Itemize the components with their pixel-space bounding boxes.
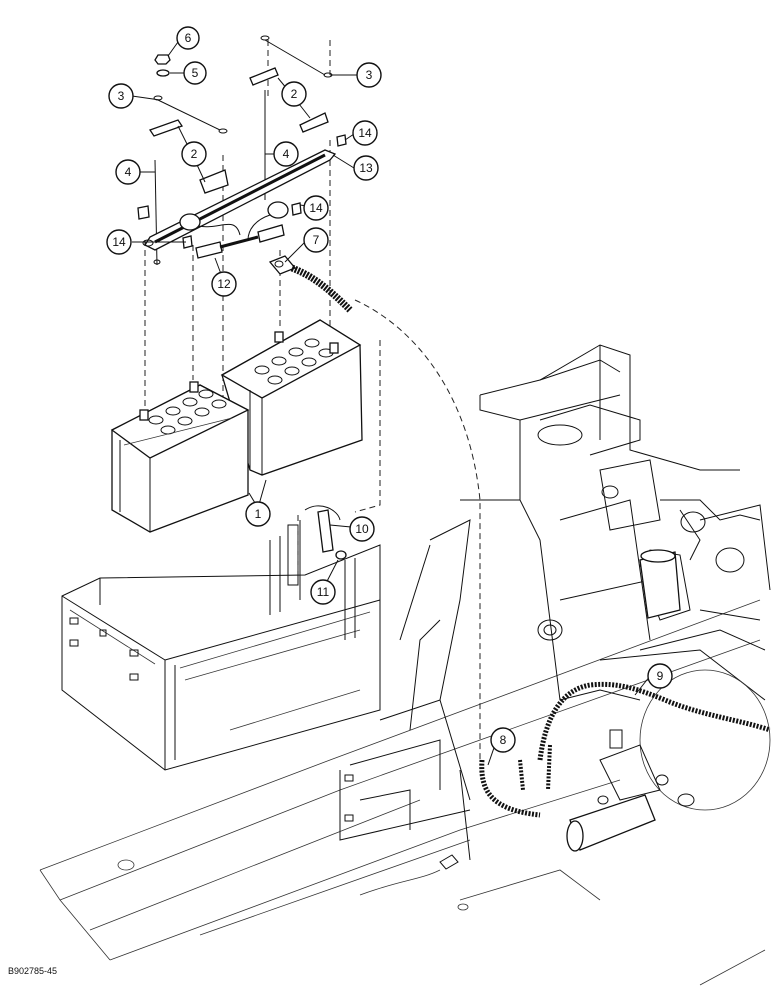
callout-label: 12 bbox=[217, 277, 231, 291]
callout-label: 10 bbox=[355, 522, 369, 536]
filter-canister bbox=[639, 549, 681, 619]
battery-hardware bbox=[137, 35, 541, 896]
callout-label: 8 bbox=[500, 733, 507, 747]
callout-label: 13 bbox=[359, 161, 373, 175]
figure-id: B902785-45 bbox=[8, 966, 58, 976]
callout-14: 14 bbox=[303, 195, 329, 221]
callout-2: 2 bbox=[181, 141, 207, 167]
callout-label: 9 bbox=[657, 669, 664, 683]
callout-7: 7 bbox=[303, 227, 329, 253]
callout-label: 4 bbox=[283, 147, 290, 161]
callout-label: 3 bbox=[366, 68, 373, 82]
callout-12: 12 bbox=[211, 271, 237, 297]
callout-label: 14 bbox=[358, 126, 372, 140]
callout-label: 2 bbox=[291, 87, 298, 101]
callout-10: 10 bbox=[349, 516, 375, 542]
callout-11: 11 bbox=[310, 579, 336, 605]
callout-label: 7 bbox=[313, 233, 320, 247]
callout-13: 13 bbox=[353, 155, 379, 181]
machine-frame bbox=[39, 344, 771, 986]
callout-label: 5 bbox=[192, 66, 199, 80]
callout-6: 6 bbox=[176, 26, 200, 50]
callout-1: 1 bbox=[245, 501, 271, 527]
callout-label: 14 bbox=[112, 235, 126, 249]
battery-front bbox=[110, 381, 250, 533]
callout-3: 3 bbox=[108, 83, 134, 109]
callout-label: 4 bbox=[125, 165, 132, 179]
callout-2: 2 bbox=[281, 81, 307, 107]
callout-label: 1 bbox=[255, 507, 262, 521]
callout-label: 2 bbox=[191, 147, 198, 161]
callout-5: 5 bbox=[183, 61, 207, 85]
wiring-harness bbox=[537, 681, 771, 761]
starter-motor bbox=[566, 729, 695, 852]
callout-9: 9 bbox=[647, 663, 673, 689]
callout-label: 14 bbox=[309, 201, 323, 215]
battery-rear bbox=[220, 319, 363, 476]
callout-4: 4 bbox=[115, 159, 141, 185]
callout-label: 11 bbox=[317, 585, 330, 599]
callout-3: 3 bbox=[356, 62, 382, 88]
callout-4: 4 bbox=[273, 141, 299, 167]
callout-14: 14 bbox=[106, 229, 132, 255]
callout-8: 8 bbox=[490, 727, 516, 753]
callout-label: 6 bbox=[185, 31, 192, 45]
callout-label: 3 bbox=[118, 89, 125, 103]
callout-14: 14 bbox=[352, 120, 378, 146]
